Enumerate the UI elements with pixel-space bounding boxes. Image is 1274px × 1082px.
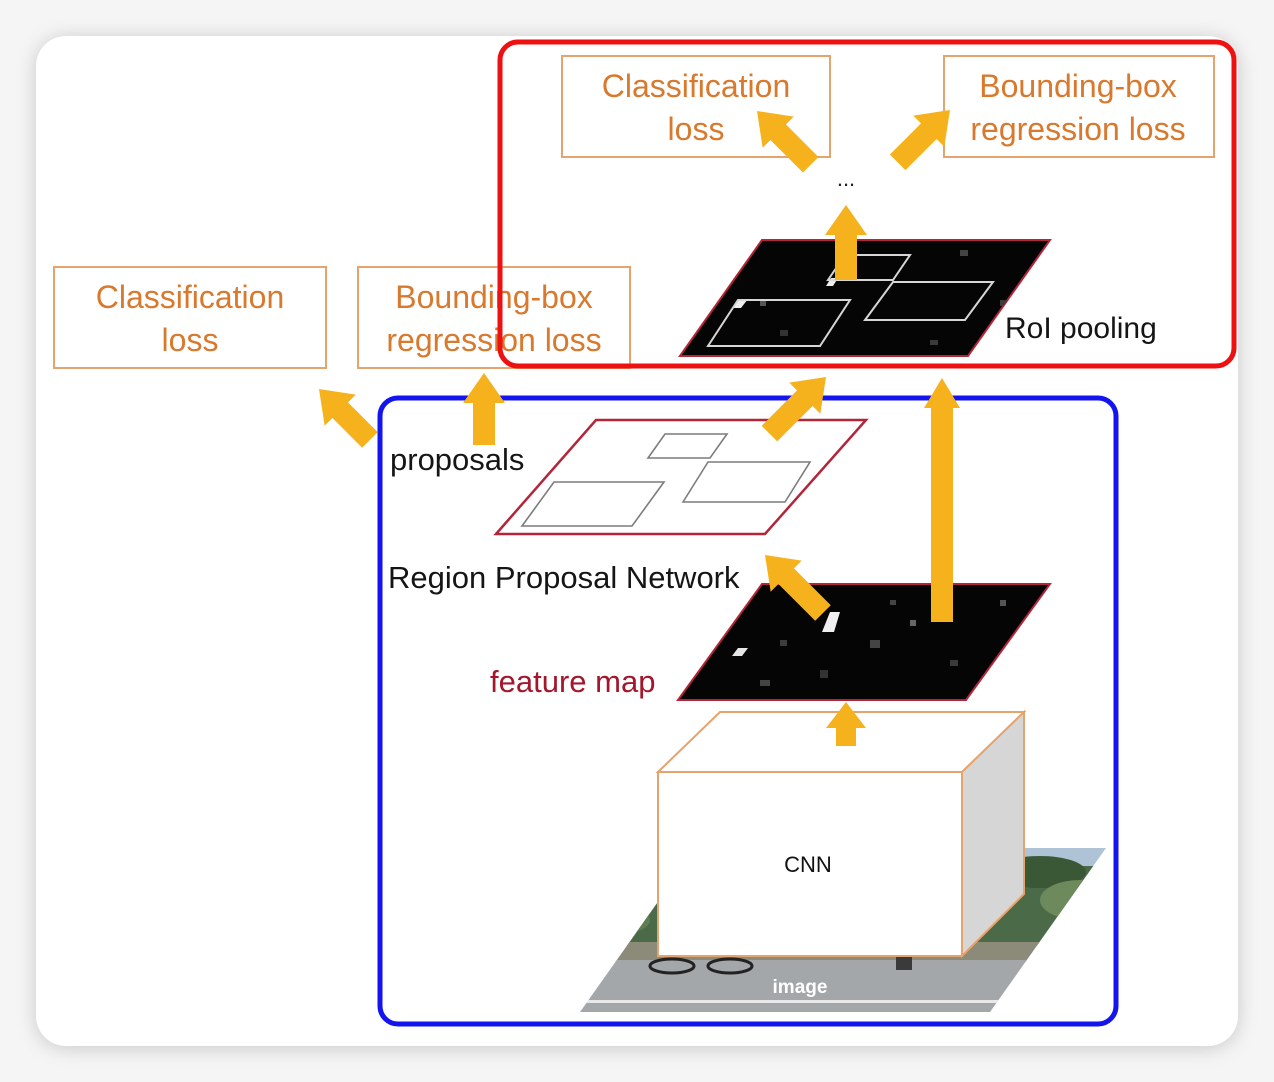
roi-pooling-label: RoI pooling [1005,312,1157,345]
roi-box [863,281,995,321]
arrow-to-rpn-bbox-loss [463,373,505,445]
rpn-bbox-loss-line2: regression loss [386,322,601,358]
rpn-label: Region Proposal Network [388,560,740,595]
rpn-classification-loss-box: Classification loss [53,266,327,369]
arrow-feature-map-to-rpn [765,555,831,621]
arrow-cnn-to-feature-map [826,702,866,746]
rpn-classification-loss-line2: loss [162,322,219,358]
proposal-box [681,461,812,503]
roi-bbox-regression-loss-box: Bounding-box regression loss [943,55,1215,158]
rpn-bbox-regression-loss-box: Bounding-box regression loss [357,266,631,369]
roi-classification-loss-line1: Classification [602,68,791,104]
cnn-block: CNN [655,709,1027,959]
roi-classification-loss-line2: loss [668,111,725,147]
proposals-label: proposals [390,442,524,477]
roi-pooling-plane [678,239,1052,357]
feature-map-plane [676,583,1052,701]
roi-bbox-loss-line1: Bounding-box [979,68,1176,104]
proposals-plane [493,418,869,536]
arrow-proposals-to-roi-pooling [761,377,826,442]
cnn-label: CNN [784,852,832,877]
arrow-roi-to-heads [825,205,867,280]
proposal-box [520,481,666,527]
ellipsis-label: ... [837,166,855,191]
arrow-to-roi-classification-loss [757,111,819,173]
image-label: image [773,977,828,998]
proposal-box [646,433,729,459]
flow-arrows [319,110,960,746]
feature-map-label: feature map [490,664,655,699]
roi-bbox-loss-line2: regression loss [970,111,1185,147]
arrow-to-roi-bbox-loss [889,110,950,171]
cnn-front-face [657,771,963,957]
roi-pooling-activations [733,250,1008,345]
roi-box [706,299,852,347]
arrow-feature-map-to-roi-pooling [924,378,960,622]
rpn-classification-loss-line1: Classification [96,279,285,315]
rpn-bbox-loss-line1: Bounding-box [395,279,592,315]
roi-head-highlight-frame [497,39,1237,369]
arrow-to-rpn-classification-loss [319,389,378,448]
rpn-highlight-frame [377,395,1119,1027]
